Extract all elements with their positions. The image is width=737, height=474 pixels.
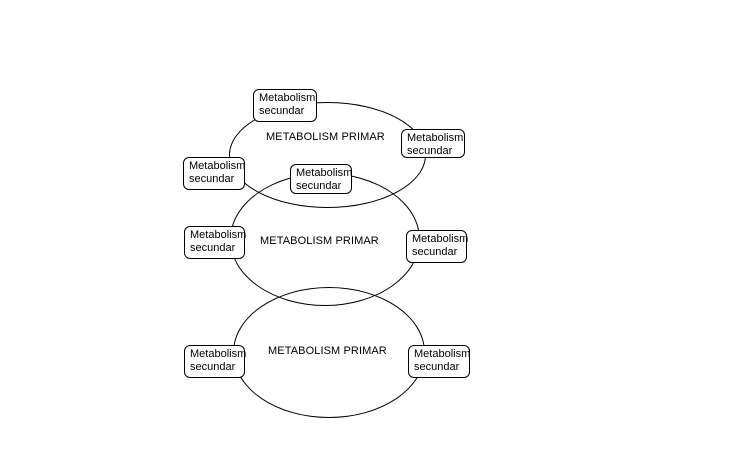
node-line2: secundar: [407, 145, 453, 157]
node-line2: secundar: [414, 361, 460, 373]
node-line1: Metabolism: [414, 348, 471, 360]
node-line2: secundar: [190, 361, 236, 373]
node-line2: secundar: [412, 246, 458, 258]
node-line2: secundar: [189, 173, 235, 185]
node-line1: Metabolism: [407, 132, 464, 144]
node-line2: secundar: [190, 242, 236, 254]
node-line1: Metabolism: [412, 233, 469, 245]
cycle-middle-label: METABOLISM PRIMAR: [260, 235, 379, 247]
secondary-node-bottom-right: Metabolism secundar: [408, 345, 470, 378]
secondary-node-middle-right: Metabolism secundar: [406, 230, 469, 263]
node-line1: Metabolism: [259, 92, 316, 104]
node-line1: Metabolism: [189, 160, 246, 172]
secondary-node-top: Metabolism secundar: [253, 89, 317, 122]
secondary-node-top-right: Metabolism secundar: [401, 129, 465, 158]
node-line1: Metabolism: [296, 167, 353, 179]
secondary-node-junction: Metabolism secundar: [290, 164, 352, 194]
node-line1: Metabolism: [190, 229, 247, 241]
node-line1: Metabolism: [190, 348, 247, 360]
cycle-top-label: METABOLISM PRIMAR: [266, 131, 385, 143]
secondary-node-bottom-left: Metabolism secundar: [184, 345, 247, 378]
node-line2: secundar: [296, 180, 342, 192]
secondary-node-top-left: Metabolism secundar: [183, 157, 245, 190]
cycle-bottom-label: METABOLISM PRIMAR: [268, 345, 387, 357]
node-line2: secundar: [259, 105, 305, 117]
secondary-node-middle-left: Metabolism secundar: [184, 226, 247, 259]
